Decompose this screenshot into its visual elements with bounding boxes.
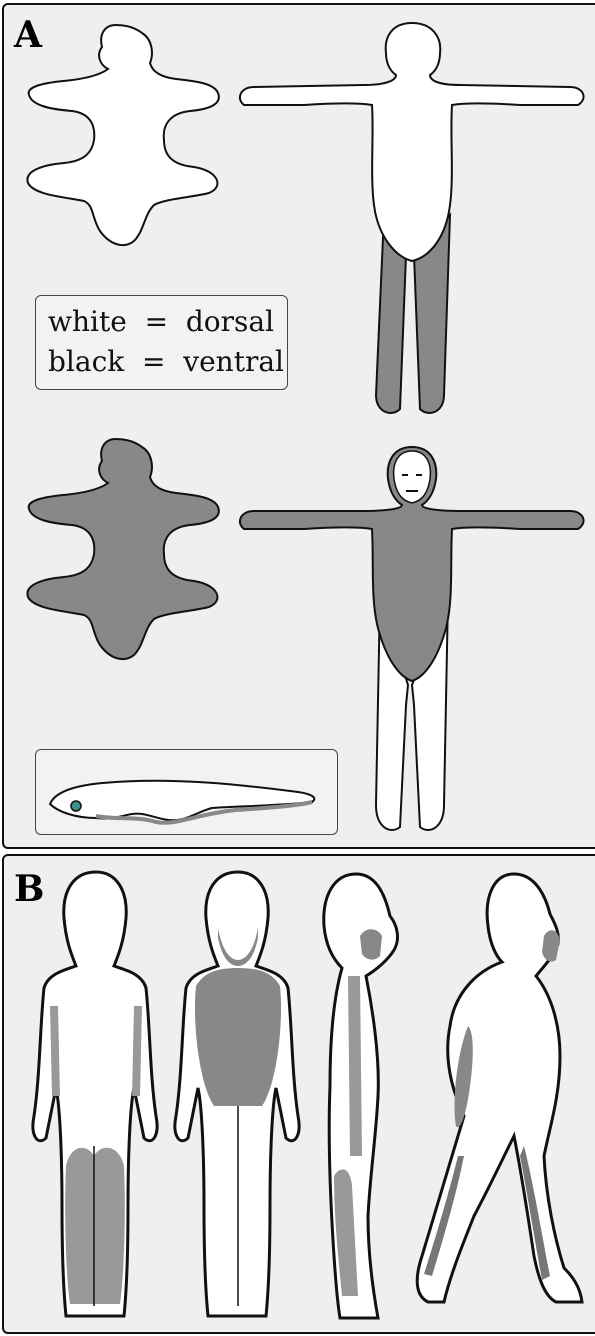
ventral-body-plan [27,439,218,659]
side-view-inset [35,749,338,835]
child-front-view [175,872,299,1316]
child-walking-view [417,874,582,1302]
legend-box: white = dorsal black = ventral [35,295,288,390]
eye-icon [71,801,81,811]
legend-ventral: black = ventral [48,342,287,382]
panel-a: A white = dorsal black = ventral [2,3,595,849]
panel-b: B [2,854,595,1334]
side-view-embryo [36,750,338,835]
panel-a-figures [4,5,595,851]
child-side-view [324,874,398,1318]
child-back-view [33,872,157,1316]
panel-b-figures [4,856,595,1336]
dorsal-t-pose-figure [240,23,584,413]
dorsal-body-plan [27,25,218,245]
legend-dorsal: white = dorsal [48,302,287,342]
